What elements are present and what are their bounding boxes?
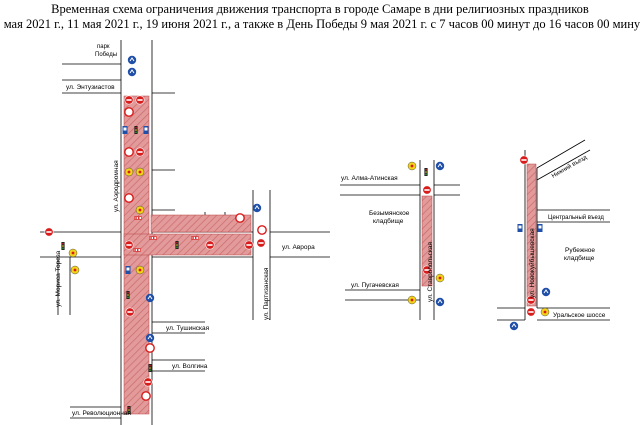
label-pugachevskaya: ул. Пугачевская [351,282,399,289]
label-park-2: Победы [95,52,117,58]
map-middle [340,160,460,320]
closed-zones-right [526,163,537,307]
label-cemetery-right-2: кладбище [564,254,595,262]
map-title: Временная схема ограничения движения тра… [51,2,589,16]
label-central-exit: Центральный въезд [548,214,604,221]
label-cemetery-middle-2: кладбище [373,217,404,225]
label-revolutsionnaya: ул. Революционная [72,410,131,417]
label-tushinskaya: ул. Тушинская [166,325,210,332]
label-cemetery-middle: Безымянское [369,210,410,217]
label-stavropolskaya: ул. Ставропольская [427,242,434,302]
label-enthusiasts: ул. Энтузиастов [66,84,115,91]
label-novokuibyshevskaya: ул. Новокуйбышевская [528,228,536,298]
map-right [497,139,610,321]
label-park: парк [97,44,110,50]
label-aerodromnaya: ул. Аэродромная [113,160,120,212]
label-uralskoe: Уральское шоссе [553,312,606,319]
labels-middle: ул. Алма-Атинская Безымянское кладбище у… [341,175,434,302]
label-morisa-tereza: ул. Мориса Тореза [55,250,62,307]
labels-left: парк Победы ул. Энтузиастов ул. Аэродром… [55,44,315,417]
label-cemetery-right: Рубежное [565,246,595,254]
label-volgina: ул. Волгина [172,363,208,370]
map-left [40,40,330,425]
label-partizanskaya: ул. Партизанская [263,267,270,320]
label-lower-exit: Нижний въезд [551,154,589,180]
label-alma-atinskaya: ул. Алма-Атинская [341,175,398,182]
label-aurora: ул. Аврора [282,244,315,251]
map-subtitle: 2 мая 2021 г., 11 мая 2021 г., 19 июня 2… [0,17,640,31]
closed-zones-middle [421,195,433,287]
